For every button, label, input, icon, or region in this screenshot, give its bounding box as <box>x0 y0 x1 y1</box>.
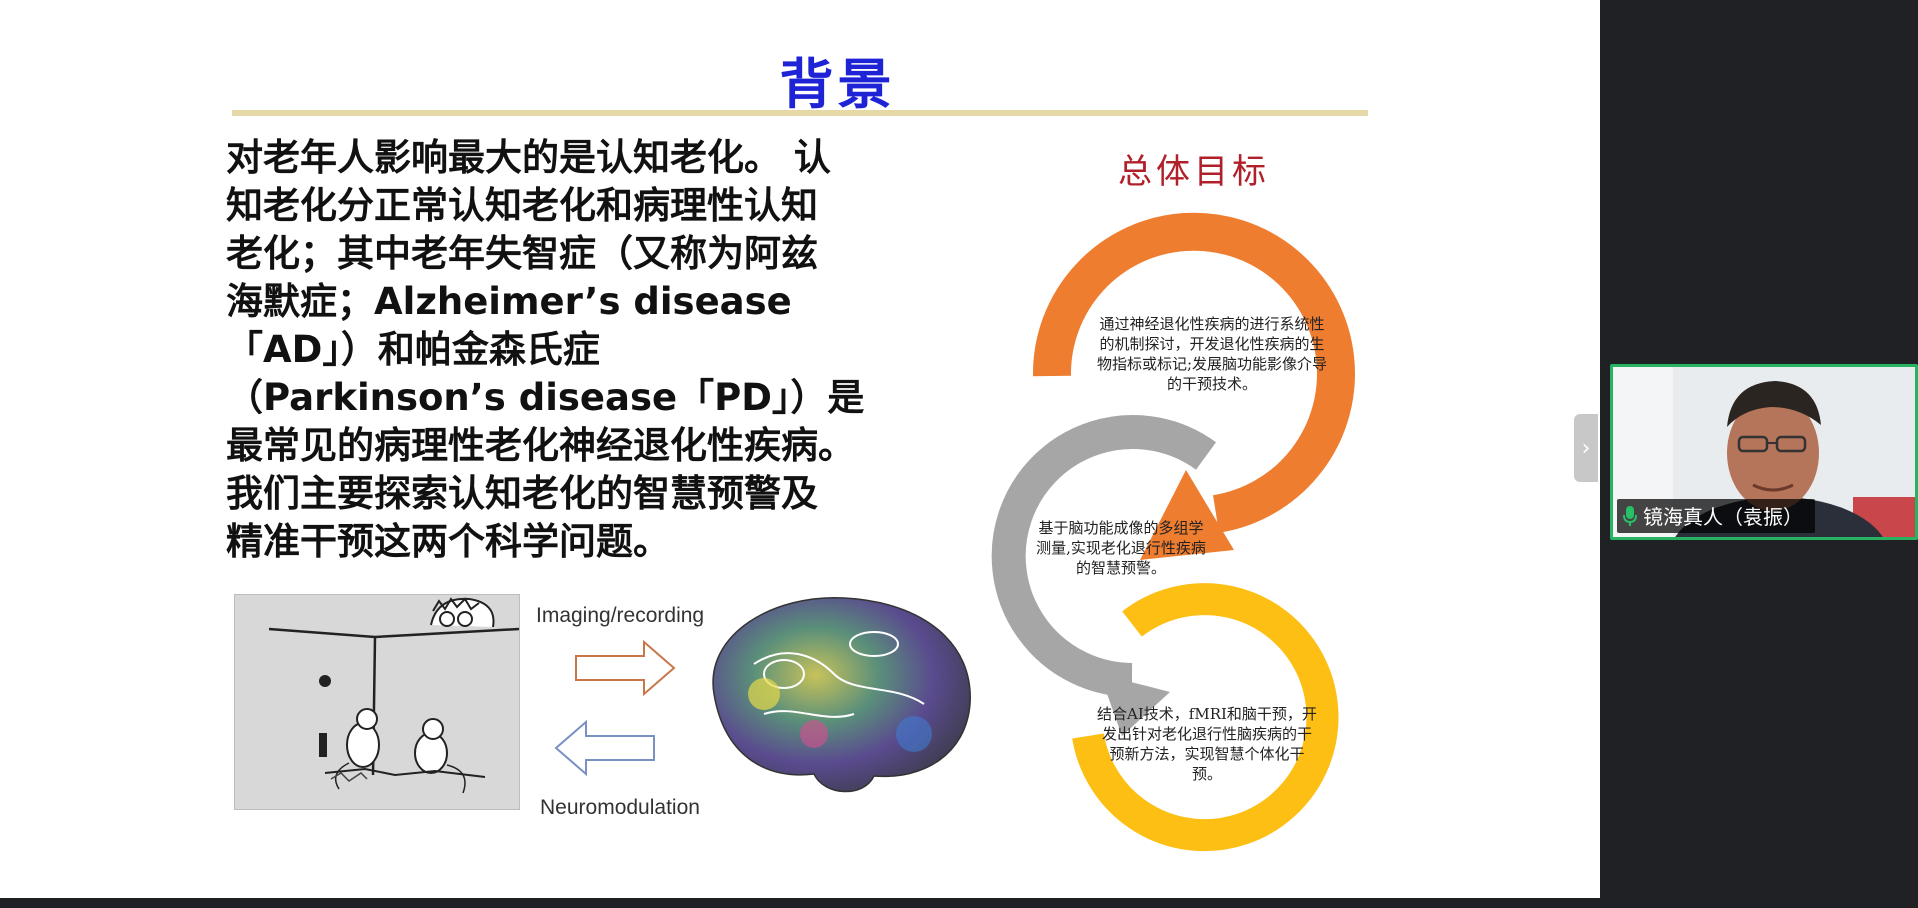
slide-title: 背景 <box>779 53 896 116</box>
body-line: 最常见的病理性老化神经退化性疾病。 <box>226 424 855 467</box>
participant-video-tile[interactable]: 镜海真人（袁振） <box>1610 364 1918 540</box>
goal-cycle-diagram <box>991 212 1355 852</box>
microphone-icon <box>1623 505 1637 526</box>
title-divider <box>232 110 1368 116</box>
body-line: 我们主要探索认知老化的智慧预警及 <box>226 472 818 515</box>
presentation-slide: 背景 对老年人影响最大的是认知老化。 认 知老化分正常认知老化和病理性认知 老化… <box>0 0 1600 898</box>
body-line: （Parkinson’s disease「PD」）是 <box>226 376 865 419</box>
participant-name-tag: 镜海真人（袁振） <box>1617 499 1815 533</box>
mice-experiment-illustration <box>234 594 520 810</box>
neuromodulation-label: Neuromodulation <box>540 796 700 819</box>
body-line: 「AD」）和帕金森氏症 <box>226 328 600 371</box>
collapse-panel-button[interactable]: › <box>1574 414 1598 482</box>
goals-title: 总体目标 <box>1118 152 1270 192</box>
body-line: 知老化分正常认知老化和病理性认知 <box>226 184 818 227</box>
imaging-recording-label: Imaging/recording <box>536 604 705 627</box>
body-line: 海默症；Alzheimer’s disease <box>226 280 792 323</box>
body-line: 对老年人影响最大的是认知老化。 认 <box>226 136 831 179</box>
arrow-right-icon <box>575 640 676 696</box>
goal-item-2: 基于脑功能成像的多组学测量,实现老化退行性疾病的智慧预警。 <box>1036 519 1206 577</box>
goal-item-1: 通过神经退化性疾病的进行系统性的机制探讨，开发退化性疾病的生物指标或标记;发展脑… <box>1096 315 1328 393</box>
slide-body-text: 对老年人影响最大的是认知老化。 认 知老化分正常认知老化和病理性认知 老化；其中… <box>226 134 916 566</box>
brain-map-image <box>712 597 971 793</box>
goal-item-3: 结合AI技术，fMRI和脑干预，开发出针对老化退行性脑疾病的干预新方法，实现智慧… <box>1097 705 1317 783</box>
arrow-left-icon <box>554 720 655 776</box>
chevron-right-icon: › <box>1581 435 1591 461</box>
body-line: 老化；其中老年失智症（又称为阿兹 <box>226 232 818 275</box>
body-line: 精准干预这两个科学问题。 <box>226 520 670 563</box>
participant-name: 镜海真人（袁振） <box>1643 505 1803 529</box>
